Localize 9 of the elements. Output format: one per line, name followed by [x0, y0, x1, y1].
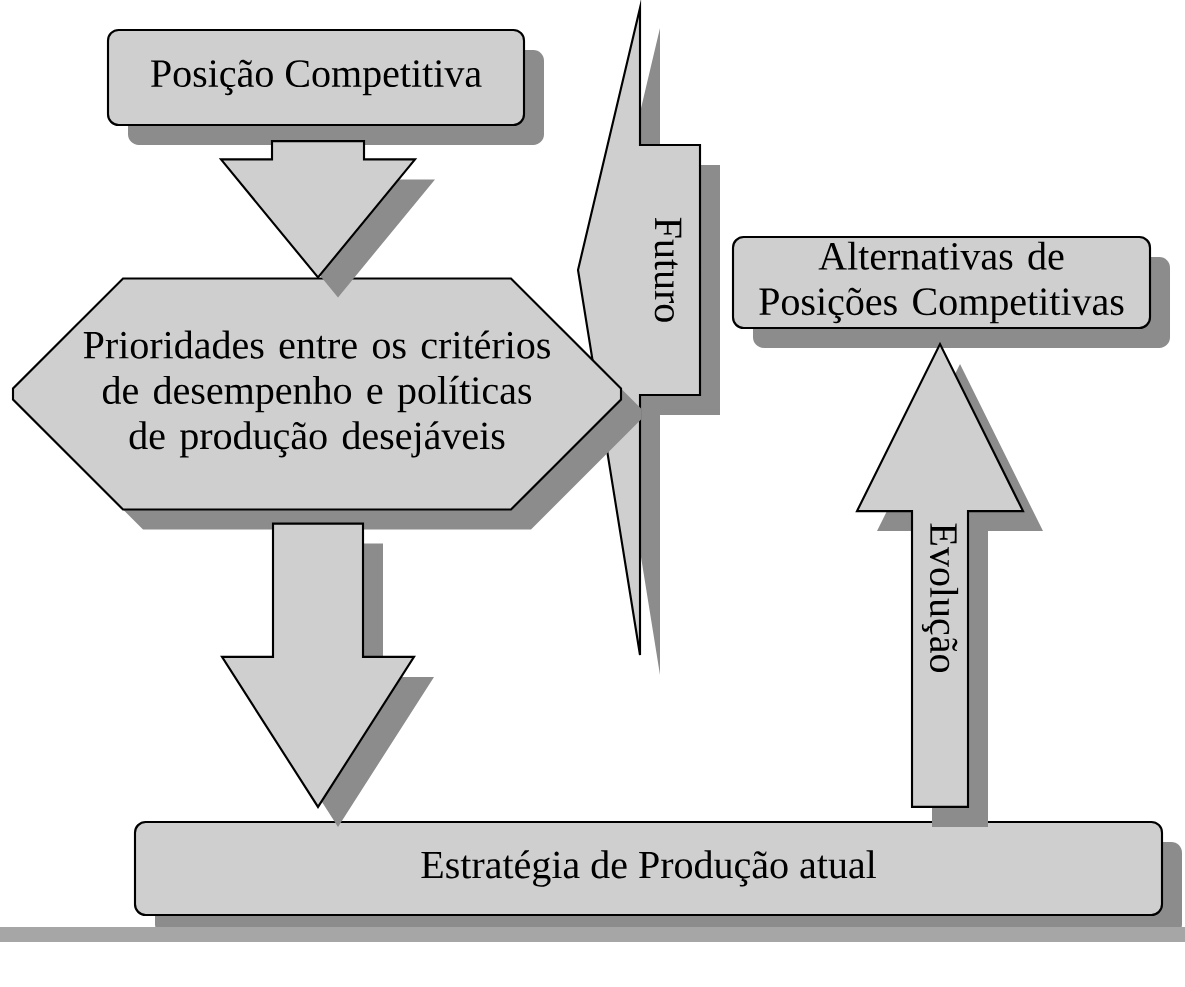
- edge-label: Evolução: [921, 523, 959, 673]
- block-arrow: [220, 522, 434, 827]
- block-arrow: [855, 341, 1043, 827]
- title-box: Posição Competitiva: [106, 28, 544, 145]
- octagon-box: Prioridades entre os critérios de desempenho e políticas de produção desejáveis: [11, 277, 641, 530]
- process-box: Estratégia de Produção atual: [133, 820, 1182, 935]
- block-arrow: [218, 140, 435, 298]
- process-box: Alternativas de Posições Competitivas: [731, 235, 1170, 348]
- divider-bar: [0, 927, 1185, 942]
